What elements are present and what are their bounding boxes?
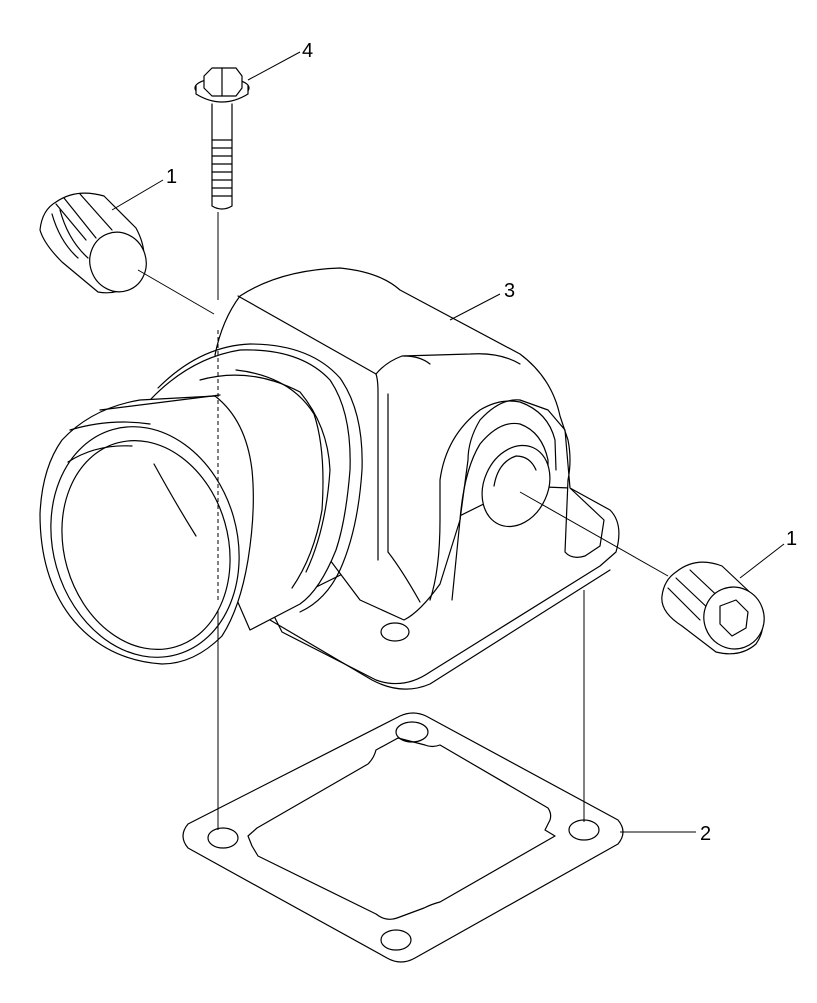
assembly-lines <box>137 212 669 830</box>
callout-3: 3 <box>504 280 515 302</box>
thermostat-housing <box>39 267 620 690</box>
callout-1-upper-left: 1 <box>166 166 177 188</box>
flange-bolt <box>194 67 250 210</box>
plug-right <box>661 561 765 655</box>
plug-upper-left <box>39 192 147 294</box>
callouts: 4 1 3 1 2 <box>111 40 797 845</box>
callout-2: 2 <box>700 823 711 845</box>
callout-1-right: 1 <box>786 528 797 550</box>
gasket <box>182 712 624 963</box>
callout-4: 4 <box>302 40 313 62</box>
